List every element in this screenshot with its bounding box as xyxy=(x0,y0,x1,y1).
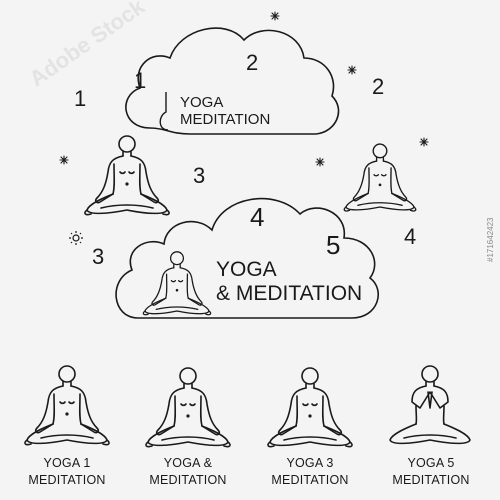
caption-3-line2: MEDITATION xyxy=(271,472,349,487)
caption-1: YOGA 1 MEDITATION xyxy=(12,455,122,489)
big-cloud-title-line1: YOGA xyxy=(216,258,277,281)
top-cloud-number-2: 2 xyxy=(246,50,259,75)
caption-2: YOGA & MEDITATION xyxy=(133,455,243,489)
figure-4 xyxy=(389,365,471,445)
top-cloud-inner xyxy=(159,92,169,131)
floating-number-4: 4 xyxy=(404,224,417,249)
sun-icon xyxy=(69,231,83,245)
caption-1-line1: YOGA 1 xyxy=(43,456,91,470)
star-icon xyxy=(347,65,357,75)
top-cloud-title-line1: YOGA xyxy=(180,94,224,111)
floating-number-3b: 3 xyxy=(92,244,105,269)
floating-number-1: 1 xyxy=(74,86,87,111)
caption-3-line1: YOGA 3 xyxy=(286,456,334,470)
woman-figure-right xyxy=(343,143,417,212)
star-icon xyxy=(419,137,429,147)
big-cloud-number-4: 4 xyxy=(250,202,265,232)
caption-3: YOGA 3 MEDITATION xyxy=(255,455,365,489)
figure-2 xyxy=(145,367,231,448)
top-cloud-title: YOGA MEDITATION xyxy=(180,94,270,129)
top-cloud-number-1: 1 xyxy=(134,68,147,93)
big-cloud-title: YOGA & MEDITATION xyxy=(216,258,362,306)
caption-4: YOGA 5 MEDITATION xyxy=(376,455,486,489)
star-icon xyxy=(315,157,325,167)
caption-1-line2: MEDITATION xyxy=(28,472,106,487)
figure-1 xyxy=(24,365,110,446)
stock-id: #171642423 xyxy=(486,217,495,263)
top-cloud-title-line2: MEDITATION xyxy=(180,111,271,129)
big-cloud-number-5: 5 xyxy=(326,230,341,260)
caption-2-line1: YOGA & xyxy=(163,456,213,470)
top-cloud-outline xyxy=(125,27,340,135)
big-cloud-title-line2: & MEDITATION xyxy=(216,282,363,306)
star-icon xyxy=(270,11,280,21)
floating-number-3: 3 xyxy=(193,163,206,188)
caption-4-line1: YOGA 5 xyxy=(407,456,455,470)
floating-number-2: 2 xyxy=(372,74,385,99)
caption-2-line2: MEDITATION xyxy=(149,472,227,487)
woman-figure-cloud xyxy=(142,251,212,316)
caption-4-line2: MEDITATION xyxy=(392,472,470,487)
star-icon xyxy=(59,155,69,165)
woman-figure-left xyxy=(84,135,170,216)
big-cloud-outline xyxy=(115,197,380,319)
figure-3 xyxy=(267,367,353,448)
